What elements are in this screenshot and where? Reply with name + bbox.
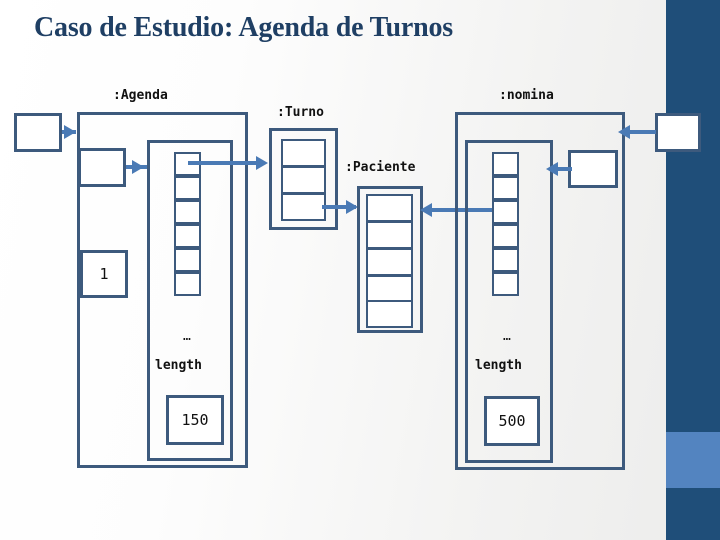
nomina-array-cell (492, 200, 519, 224)
nomina-reference-box (655, 113, 701, 152)
paciente-outer-box (357, 186, 423, 333)
agenda-index-value: 1 (99, 265, 109, 283)
nomina-length-box (484, 396, 540, 446)
turno-outer-box (269, 128, 338, 230)
paciente-field-cell (366, 275, 413, 303)
turno-field-cell (281, 139, 326, 167)
connector-agenda-to-turno (188, 161, 264, 165)
agenda-length-box (166, 395, 224, 445)
turno-field-cell (281, 193, 326, 221)
paciente-field-cell (366, 248, 413, 276)
nomina-outer-box (455, 112, 625, 470)
nomina-array-cell (492, 224, 519, 248)
nomina-ellipsis: … (503, 329, 511, 344)
agenda-array-cell (174, 248, 201, 272)
nomina-attribute-box (568, 150, 618, 188)
connector-turno-to-paciente (322, 205, 356, 209)
agenda-ellipsis: … (183, 329, 191, 344)
nomina-array-cell (492, 272, 519, 296)
agenda-array-cell (174, 200, 201, 224)
agenda-array-cell (174, 224, 201, 248)
arrow-nomina-attr-icon (546, 162, 558, 176)
connector-nomina-to-paciente (432, 208, 506, 212)
agenda-array-cell (174, 176, 201, 200)
nomina-length-value: 500 (498, 412, 526, 430)
agenda-length-value: 150 (181, 411, 209, 429)
agenda-array-cell (174, 272, 201, 296)
arrow-agenda-to-turno-icon (256, 156, 268, 170)
nomina-label: :nomina (499, 88, 554, 103)
arrow-ref-to-nomina-icon (618, 125, 630, 139)
decorative-rail-accent (666, 432, 720, 488)
agenda-label: :Agenda (113, 88, 168, 103)
agenda-attribute-box (78, 148, 126, 187)
turno-field-cell (281, 166, 326, 194)
slide-title: Caso de Estudio: Agenda de Turnos (34, 12, 453, 43)
arrow-nomina-to-paciente-icon (420, 203, 432, 217)
paciente-field-cell (366, 221, 413, 249)
agenda-outer-box (77, 112, 248, 468)
nomina-array-cell (492, 176, 519, 200)
arrow-agenda-attr-icon (132, 160, 144, 174)
arrow-turno-to-paciente-icon (346, 200, 358, 214)
paciente-field-cell (366, 194, 413, 222)
nomina-array-cell (492, 152, 519, 176)
agenda-reference-box (14, 113, 62, 152)
nomina-array-cell (492, 248, 519, 272)
paciente-field-cell (366, 300, 413, 328)
connector-nomina-attr-to-array (556, 167, 572, 171)
agenda-index-box (80, 250, 128, 298)
decorative-rail-top (666, 0, 720, 432)
agenda-length-label: length (155, 358, 202, 373)
turno-label: :Turno (277, 105, 324, 120)
decorative-rail-bottom (666, 488, 720, 540)
agenda-array-object-box (147, 140, 233, 461)
nomina-array-object-box (465, 140, 553, 463)
nomina-length-label: length (475, 358, 522, 373)
connector-ref-to-nomina (628, 130, 656, 134)
paciente-label: :Paciente (345, 160, 416, 175)
arrow-ref-to-agenda-icon (64, 125, 76, 139)
